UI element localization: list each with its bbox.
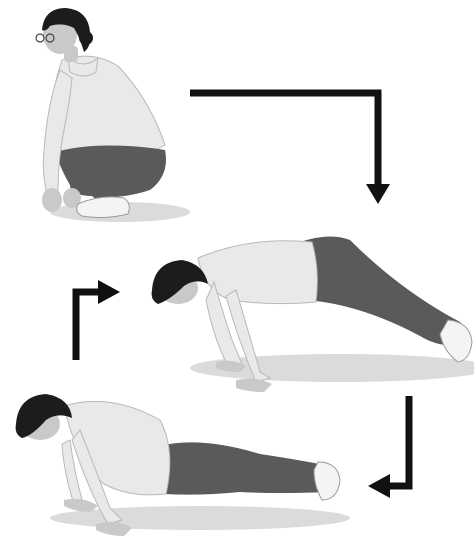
arrow-down-then-left [368, 396, 409, 498]
arrow-right-then-down [190, 93, 390, 204]
figure-high-plank-woman [152, 236, 474, 392]
arrow-up-then-right [76, 280, 120, 360]
figure-squatting-woman [36, 8, 190, 222]
figure-low-plank-woman [16, 394, 350, 536]
